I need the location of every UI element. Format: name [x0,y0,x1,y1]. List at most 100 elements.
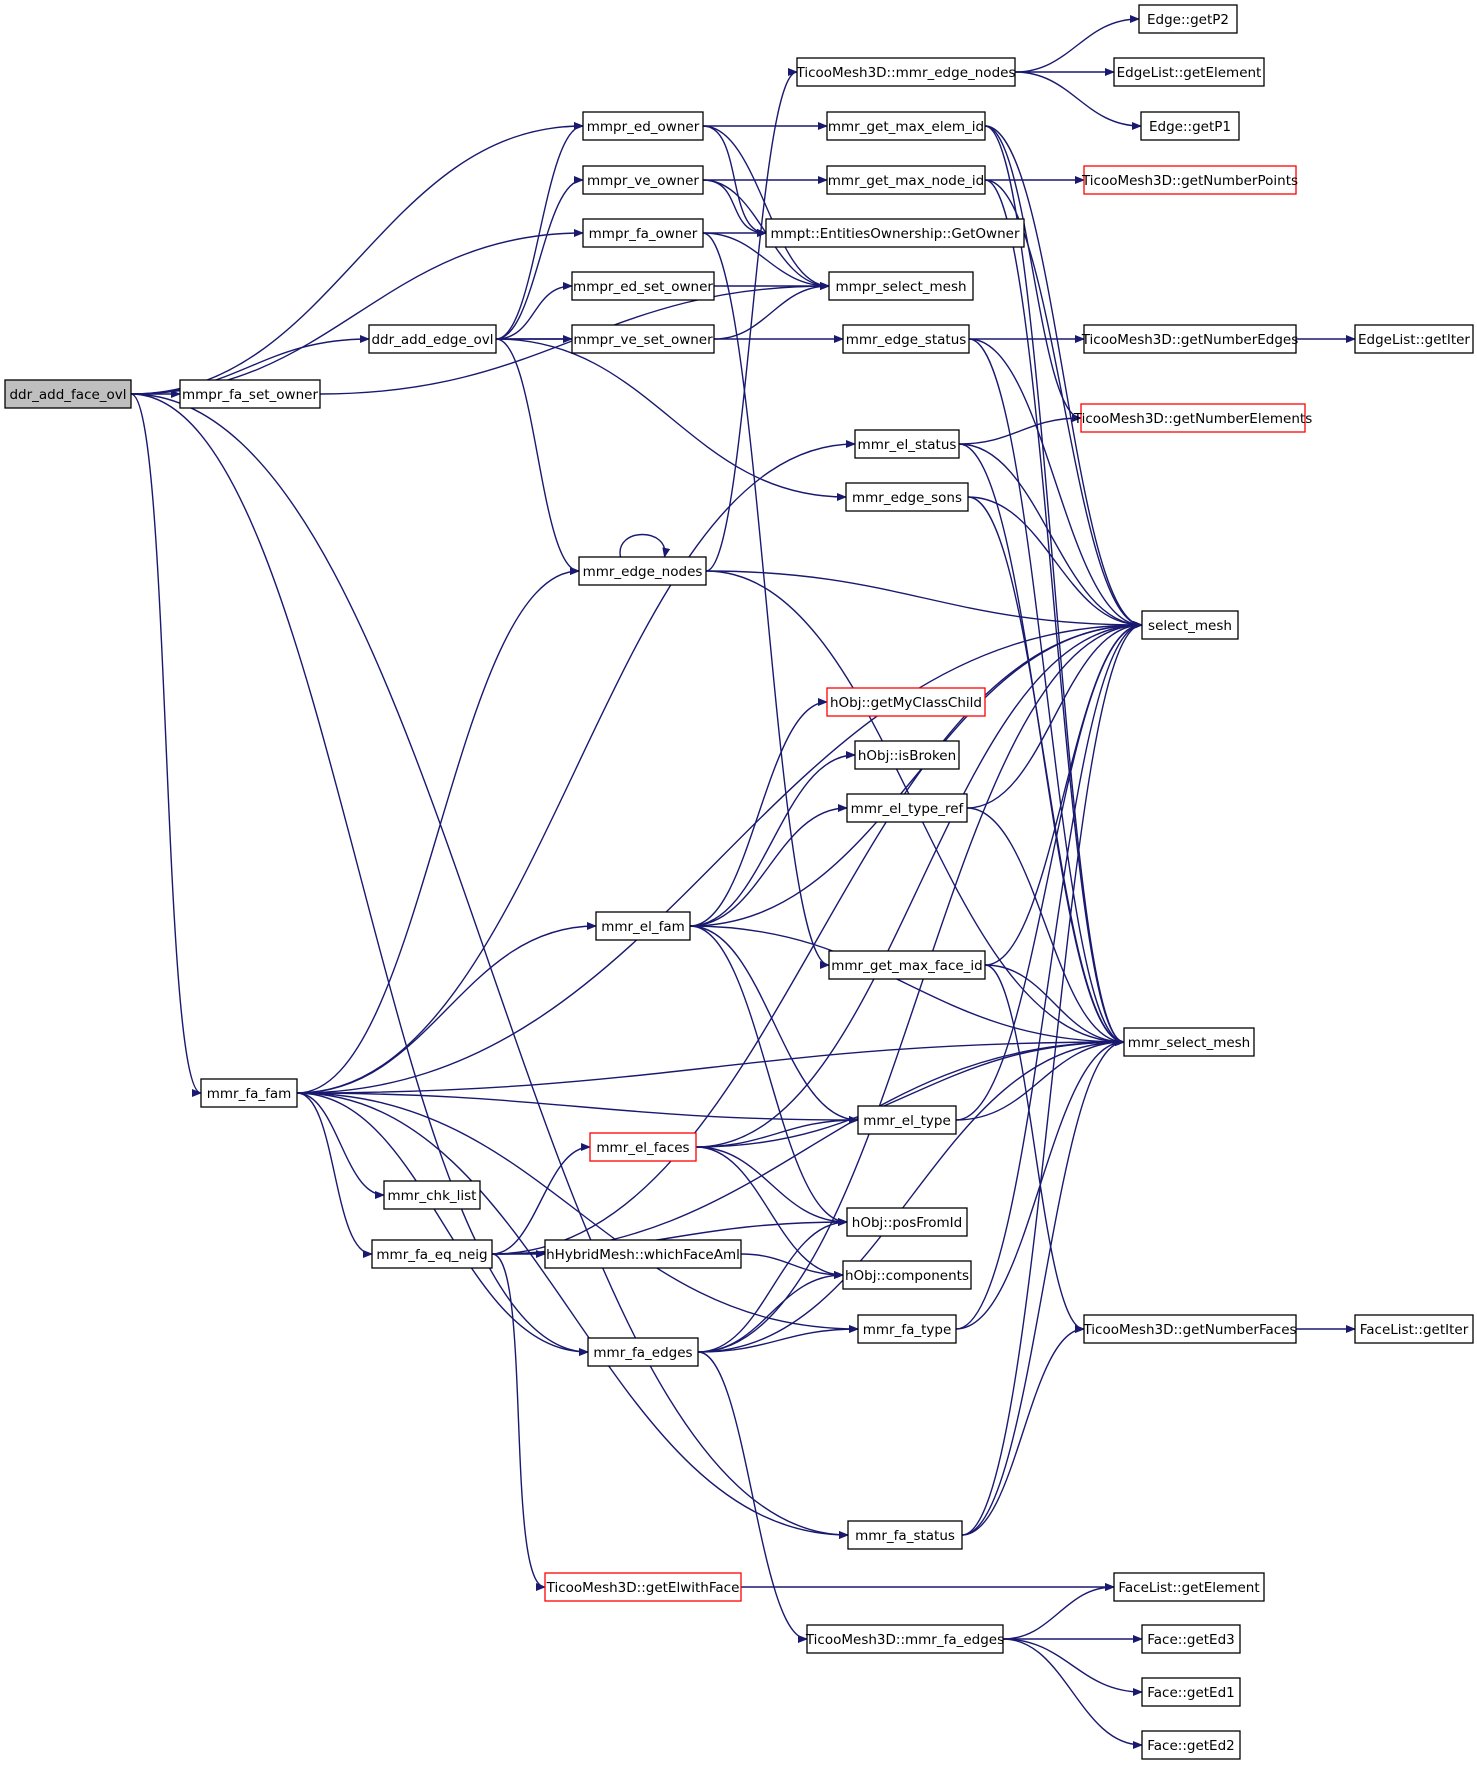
node-ticoomesh3d-getelwithface[interactable]: TicooMesh3D::getElwithFace [544,1572,742,1602]
node-mmr-el-type-ref[interactable]: mmr_el_type_ref [846,793,968,823]
node-label: EdgeList::getIter [1358,332,1470,348]
node-mmr-fa-eq-neig[interactable]: mmr_fa_eq_neig [371,1239,493,1269]
node-hhybridmesh-whichfaceaml[interactable]: hHybridMesh::whichFaceAml [544,1239,742,1269]
node-mmr-el-fam[interactable]: mmr_el_fam [595,911,691,941]
node-label: ddr_add_edge_ovl [371,332,493,348]
node-mmpr-ve-owner[interactable]: mmpr_ve_owner [582,165,704,195]
node-edgelist-getelement[interactable]: EdgeList::getElement [1113,57,1265,87]
edge-mmr-edge-nodes-to-mmr-edge-nodes [619,533,671,558]
node-hobj-isbroken[interactable]: hObj::isBroken [854,740,960,770]
node-label: TicooMesh3D::mmr_fa_edges [805,1632,1004,1648]
node-box [1113,57,1265,87]
node-label: mmpr_ve_set_owner [573,332,713,348]
edge-ddr-add-face-ovl-to-mmr-fa-edges [130,393,589,1356]
edge-mmr-fa-edges-to-ticoomesh3d-mmr-fa-edges [697,1351,808,1643]
node-label: TicooMesh3D::mmr_edge_nodes [796,65,1016,81]
node-select-mesh[interactable]: select_mesh [1141,610,1239,640]
node-ticoomesh3d-getnumberfaces[interactable]: TicooMesh3D::getNumberFaces [1082,1314,1297,1344]
node-mmr-fa-edges[interactable]: mmr_fa_edges [587,1337,699,1367]
node-ticoomesh3d-getnumberpoints[interactable]: TicooMesh3D::getNumberPoints [1081,165,1298,195]
node-box [826,111,986,141]
node-label: mmr_get_max_face_id [831,958,983,974]
node-box [842,324,970,354]
edge-mmr-el-fam-to-mmr-el-type-ref [689,804,848,927]
node-label: mmpr_ed_owner [587,119,700,135]
node-box [544,1572,742,1602]
node-label: mmr_edge_nodes [583,564,703,580]
node-facelist-getiter[interactable]: FaceList::getIter [1354,1314,1474,1344]
node-label: FaceList::getIter [1360,1322,1469,1338]
node-label: mmr_el_fam [601,919,685,935]
node-hobj-posfromid[interactable]: hObj::posFromId [846,1207,968,1237]
node-edge-getp1[interactable]: Edge::getP1 [1140,111,1240,141]
node-label: select_mesh [1148,618,1232,634]
node-ticoomesh3d-mmr-edge-nodes[interactable]: TicooMesh3D::mmr_edge_nodes [796,57,1016,87]
node-mmpr-ed-owner[interactable]: mmpr_ed_owner [582,111,704,141]
edge-mmr-edge-sons-to-select-mesh [967,496,1143,629]
node-mmr-el-status[interactable]: mmr_el_status [854,429,960,459]
node-box [595,911,691,941]
node-label: mmr_el_type_ref [851,801,965,817]
node-mmpr-ed-set-owner[interactable]: mmpr_ed_set_owner [571,271,715,301]
node-label: TicooMesh3D::getNumberEdges [1081,332,1299,348]
edge-ticoomesh3d-mmr-fa-edges-to-face-geted2 [1002,1638,1143,1749]
node-box [765,218,1025,248]
node-box [589,1132,697,1162]
node-mmr-edge-nodes[interactable]: mmr_edge_nodes [578,556,707,586]
node-mmr-edge-sons[interactable]: mmr_edge_sons [845,482,969,512]
node-face-geted3[interactable]: Face::getEd3 [1141,1624,1241,1654]
node-mmr-chk-list[interactable]: mmr_chk_list [383,1180,481,1210]
edge-mmr-el-faces-to-mmr-select-mesh [695,1038,1125,1148]
node-box [4,379,132,409]
edge-ddr-add-edge-ovl-to-mmpr-ed-set-owner [495,282,573,340]
node-facelist-getelement[interactable]: FaceList::getElement [1113,1572,1265,1602]
node-box [857,1105,957,1135]
node-label: mmr_fa_fam [207,1086,292,1102]
node-mmr-get-max-face-id[interactable]: mmr_get_max_face_id [828,950,986,980]
node-label: mmpr_fa_set_owner [182,387,318,403]
node-hobj-components[interactable]: hObj::components [842,1260,972,1290]
node-label: TicooMesh3D::getNumberPoints [1081,173,1298,189]
edge-mmr-el-fam-to-hobj-getmyclasschild [689,698,828,927]
edge-ticoomesh3d-mmr-fa-edges-to-face-geted1 [1002,1638,1143,1696]
node-ddr-add-edge-ovl[interactable]: ddr_add_edge_ovl [368,324,497,354]
node-ticoomesh3d-getnumberedges[interactable]: TicooMesh3D::getNumberEdges [1081,324,1299,354]
node-mmpt-entitiesownership-getowner[interactable]: mmpt::EntitiesOwnership::GetOwner [765,218,1025,248]
node-edge-getp2[interactable]: Edge::getP2 [1138,4,1238,34]
node-mmpr-select-mesh[interactable]: mmpr_select_mesh [828,271,974,301]
edge-mmr-fa-fam-to-mmr-el-status [296,440,856,1094]
node-edgelist-getiter[interactable]: EdgeList::getIter [1354,324,1474,354]
node-mmr-edge-status[interactable]: mmr_edge_status [842,324,970,354]
node-mmr-get-max-node-id[interactable]: mmr_get_max_node_id [826,165,986,195]
node-hobj-getmyclasschild[interactable]: hObj::getMyClassChild [826,687,986,717]
node-box [796,57,1016,87]
node-mmr-el-faces[interactable]: mmr_el_faces [589,1132,697,1162]
node-ticoomesh3d-mmr-fa-edges[interactable]: TicooMesh3D::mmr_fa_edges [805,1624,1004,1654]
node-mmr-select-mesh[interactable]: mmr_select_mesh [1123,1027,1255,1057]
node-box [828,271,974,301]
node-face-geted2[interactable]: Face::getEd2 [1141,1730,1241,1760]
node-box [857,1314,957,1344]
node-ddr-add-face-ovl[interactable]: ddr_add_face_ovl [4,379,132,409]
node-mmr-fa-fam[interactable]: mmr_fa_fam [200,1078,298,1108]
node-label: mmr_fa_edges [593,1345,692,1361]
node-face-geted1[interactable]: Face::getEd1 [1141,1677,1241,1707]
edge-mmr-el-faces-to-mmr-el-type [695,1116,859,1148]
edge-mmr-get-max-face-id-to-mmr-select-mesh [984,964,1125,1046]
node-mmr-fa-status[interactable]: mmr_fa_status [847,1520,963,1550]
node-box [846,793,968,823]
edge-hhybridmesh-whichfaceaml-to-hobj-components [740,1253,844,1279]
node-label: FaceList::getElement [1118,1580,1259,1596]
node-label: hObj::getMyClassChild [830,695,982,711]
node-mmr-el-type[interactable]: mmr_el_type [857,1105,957,1135]
node-mmr-fa-type[interactable]: mmr_fa_type [857,1314,957,1344]
edge-mmr-el-status-to-select-mesh [958,443,1143,629]
node-mmpr-ve-set-owner[interactable]: mmpr_ve_set_owner [571,324,715,354]
edge-mmr-el-faces-to-hobj-components [695,1146,844,1279]
node-ticoomesh3d-getnumberelements[interactable]: TicooMesh3D::getNumberElements [1073,403,1312,433]
edge-mmr-fa-type-to-select-mesh [955,621,1143,1330]
edge-mmr-fa-edges-to-hobj-posfromid [697,1218,848,1353]
node-mmr-get-max-elem-id[interactable]: mmr_get_max_elem_id [826,111,986,141]
node-mmpr-fa-owner[interactable]: mmpr_fa_owner [582,218,704,248]
node-mmpr-fa-set-owner[interactable]: mmpr_fa_set_owner [179,379,321,409]
